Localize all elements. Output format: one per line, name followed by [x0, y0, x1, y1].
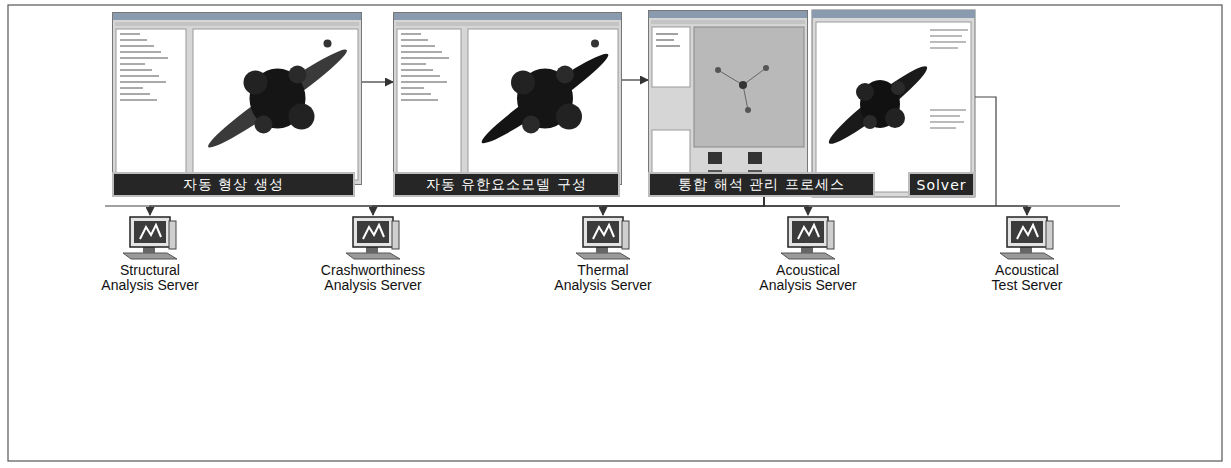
label-bar: 자동 유한요소모델 구성	[393, 172, 620, 197]
computer-icon	[344, 215, 402, 261]
solver-box: Solver	[908, 172, 975, 197]
computer-icon	[574, 215, 632, 261]
server-node: Acoustical Analysis Server	[756, 215, 860, 294]
computer-icon	[779, 215, 837, 261]
solver-bracket	[975, 97, 996, 206]
process-panel: 자동 유한요소모델 구성	[393, 12, 622, 197]
server-node: Structural Analysis Server	[98, 215, 202, 294]
solver-label: Solver	[917, 177, 967, 193]
computer-icon	[121, 215, 179, 261]
solver-window	[812, 10, 975, 197]
flow-arrow	[622, 79, 648, 80]
screenshot-illustration	[112, 12, 362, 189]
server-label: Acoustical Test Server	[982, 263, 1072, 294]
outer-frame	[8, 5, 1222, 461]
step-label: 통합 해석 관리 프로세스	[678, 176, 844, 194]
server-node: Thermal Analysis Server	[551, 215, 655, 294]
server-label: Thermal Analysis Server	[551, 263, 655, 294]
flow-arrow	[603, 197, 764, 215]
label-bar: 자동 형상 생성	[112, 172, 355, 197]
label-bar: 통합 해석 관리 프로세스	[648, 172, 875, 197]
computer-icon	[998, 215, 1056, 261]
server-label: Structural Analysis Server	[98, 263, 202, 294]
process-panel: 자동 형상 생성	[112, 12, 362, 197]
server-node: Crashworthiness Analysis Server	[311, 215, 436, 294]
server-label: Acoustical Analysis Server	[756, 263, 860, 294]
screenshot-illustration	[393, 12, 622, 189]
flow-arrow	[764, 197, 1027, 215]
flow-arrow	[150, 197, 764, 215]
process-panel: 통합 해석 관리 프로세스	[648, 10, 880, 197]
flow-arrow	[362, 81, 393, 82]
step-label: 자동 형상 생성	[183, 176, 284, 194]
flow-arrow	[373, 197, 764, 215]
server-node: Acoustical Test Server	[982, 215, 1072, 294]
step-label: 자동 유한요소모델 구성	[426, 176, 587, 194]
screenshot-illustration	[648, 10, 880, 189]
server-label: Crashworthiness Analysis Server	[311, 263, 436, 294]
